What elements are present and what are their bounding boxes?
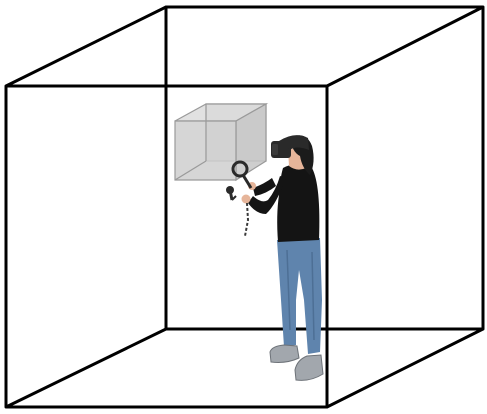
- person-jeans: [277, 238, 322, 354]
- room-cube-edge-top-right: [327, 7, 483, 86]
- person-hand-left: [242, 195, 251, 204]
- person-shoe-right: [295, 355, 323, 380]
- room-cube-edge-top-left: [6, 7, 166, 86]
- virtual-cube: [175, 104, 266, 180]
- room-cube-edge-bottom-left: [6, 329, 166, 407]
- room-cube: [6, 7, 483, 407]
- person-shoe-left: [270, 345, 299, 363]
- person-top: [277, 164, 319, 242]
- room-cube-edge-bottom-right: [327, 329, 483, 407]
